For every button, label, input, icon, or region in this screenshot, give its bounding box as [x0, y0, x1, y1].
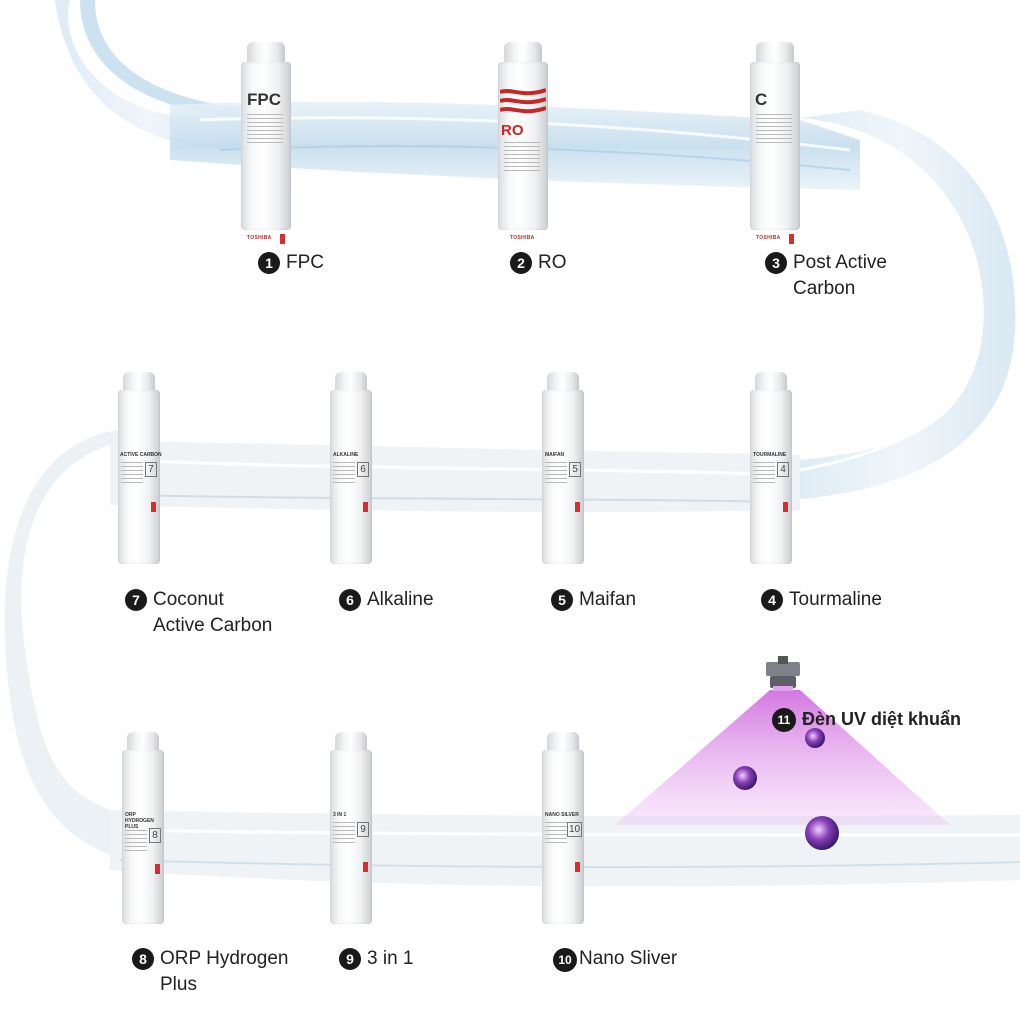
cartridge-number: 6: [357, 462, 369, 477]
filter-cartridge-7: ACTIVE CARBON 7: [118, 372, 162, 564]
uv-lamp-icon: [766, 656, 800, 691]
stage-name: Nano Sliver: [579, 948, 678, 969]
stage-label-10: 10 Nano Sliver: [553, 946, 677, 972]
cartridge-number: 7: [145, 462, 157, 477]
stage-label-9: 9 3 in 1: [339, 946, 413, 972]
cartridge-number: 8: [149, 828, 161, 843]
cartridge-title: NANO SILVER: [545, 812, 579, 818]
stage-name: Đèn UV diệt khuẩn: [802, 709, 962, 729]
stage-label-8: 8 ORP Hydrogen Plus: [132, 946, 289, 998]
cartridge-title: ALKALINE: [333, 452, 359, 458]
filter-cartridge-5: MAIFAN 5: [542, 372, 584, 564]
stage-name: FPC: [286, 252, 324, 273]
stage-number-badge: 2: [510, 252, 532, 274]
cartridge-title: MAIFAN: [545, 452, 565, 458]
stage-label-7: 7 Coconut Active Carbon: [125, 587, 272, 639]
stage-number-badge: 4: [761, 589, 783, 611]
filter-cartridge-9: 3 IN 1 9: [330, 732, 372, 924]
cartridge-title: RO: [501, 122, 524, 139]
stage-label-11: 11 Đèn UV diệt khuẩn: [772, 706, 961, 732]
stage-label-2: 2 RO: [510, 250, 567, 276]
filter-cartridge-1: FPC TOSHIBA: [241, 42, 291, 244]
stage-name: 3 in 1: [367, 948, 414, 969]
cartridge-number: 5: [569, 462, 581, 477]
stage-name: Coconut Active Carbon: [153, 589, 273, 636]
filter-cartridge-2: RO TOSHIBA: [498, 42, 548, 241]
stage-name: RO: [538, 252, 567, 273]
stage-number-badge: 5: [551, 589, 573, 611]
brand-logo: TOSHIBA: [247, 235, 272, 241]
cartridge-title: TOURMALINE: [753, 452, 787, 458]
stage-name: Post Active Carbon: [793, 252, 887, 299]
filter-cartridge-6: ALKALINE 6: [330, 372, 372, 564]
cartridge-number: 4: [777, 462, 789, 477]
cartridge-title: C: [755, 90, 768, 109]
uv-light-beam: [615, 690, 950, 825]
stage-number-badge: 1: [258, 252, 280, 274]
filter-cartridge-10: NANO SILVER 10: [542, 732, 584, 924]
bacteria-icon: [805, 816, 839, 850]
filter-cartridge-8: ORP HYDROGEN PLUS 8: [122, 732, 164, 924]
cartridge-title: ORP HYDROGEN PLUS: [125, 812, 154, 830]
stage-name: Maifan: [579, 589, 637, 610]
cartridge-title: ACTIVE CARBON: [120, 452, 162, 458]
bacteria-icon: [805, 728, 825, 748]
stage-name: ORP Hydrogen Plus: [160, 948, 289, 995]
brand-logo: TOSHIBA: [510, 235, 535, 241]
stage-number-badge: 3: [765, 252, 787, 274]
cartridge-number: 10: [567, 822, 582, 837]
stage-label-3: 3 Post Active Carbon: [765, 250, 887, 302]
stage-name: Alkaline: [367, 589, 434, 610]
stage-number-badge: 11: [772, 708, 796, 732]
cartridge-title: FPC: [247, 90, 281, 109]
filter-cartridge-4: TOURMALINE 4: [750, 372, 792, 564]
stage-label-6: 6 Alkaline: [339, 587, 434, 613]
brand-logo: TOSHIBA: [756, 235, 781, 241]
flag-stripes-icon: [500, 88, 546, 114]
stage-number-badge: 6: [339, 589, 361, 611]
stage-label-1: 1 FPC: [258, 250, 324, 276]
stage-number-badge: 7: [125, 589, 147, 611]
stage-number-badge: 9: [339, 948, 361, 970]
stage-label-4: 4 Tourmaline: [761, 587, 882, 613]
cartridge-title: 3 IN 1: [333, 812, 347, 818]
stage-name: Tourmaline: [789, 589, 882, 610]
stage-number-badge: 10: [553, 948, 577, 972]
bacteria-icon: [733, 766, 757, 790]
filter-cartridge-3: C TOSHIBA: [750, 42, 800, 244]
stage-number-badge: 8: [132, 948, 154, 970]
stage-label-5: 5 Maifan: [551, 587, 636, 613]
cartridge-number: 9: [357, 822, 369, 837]
